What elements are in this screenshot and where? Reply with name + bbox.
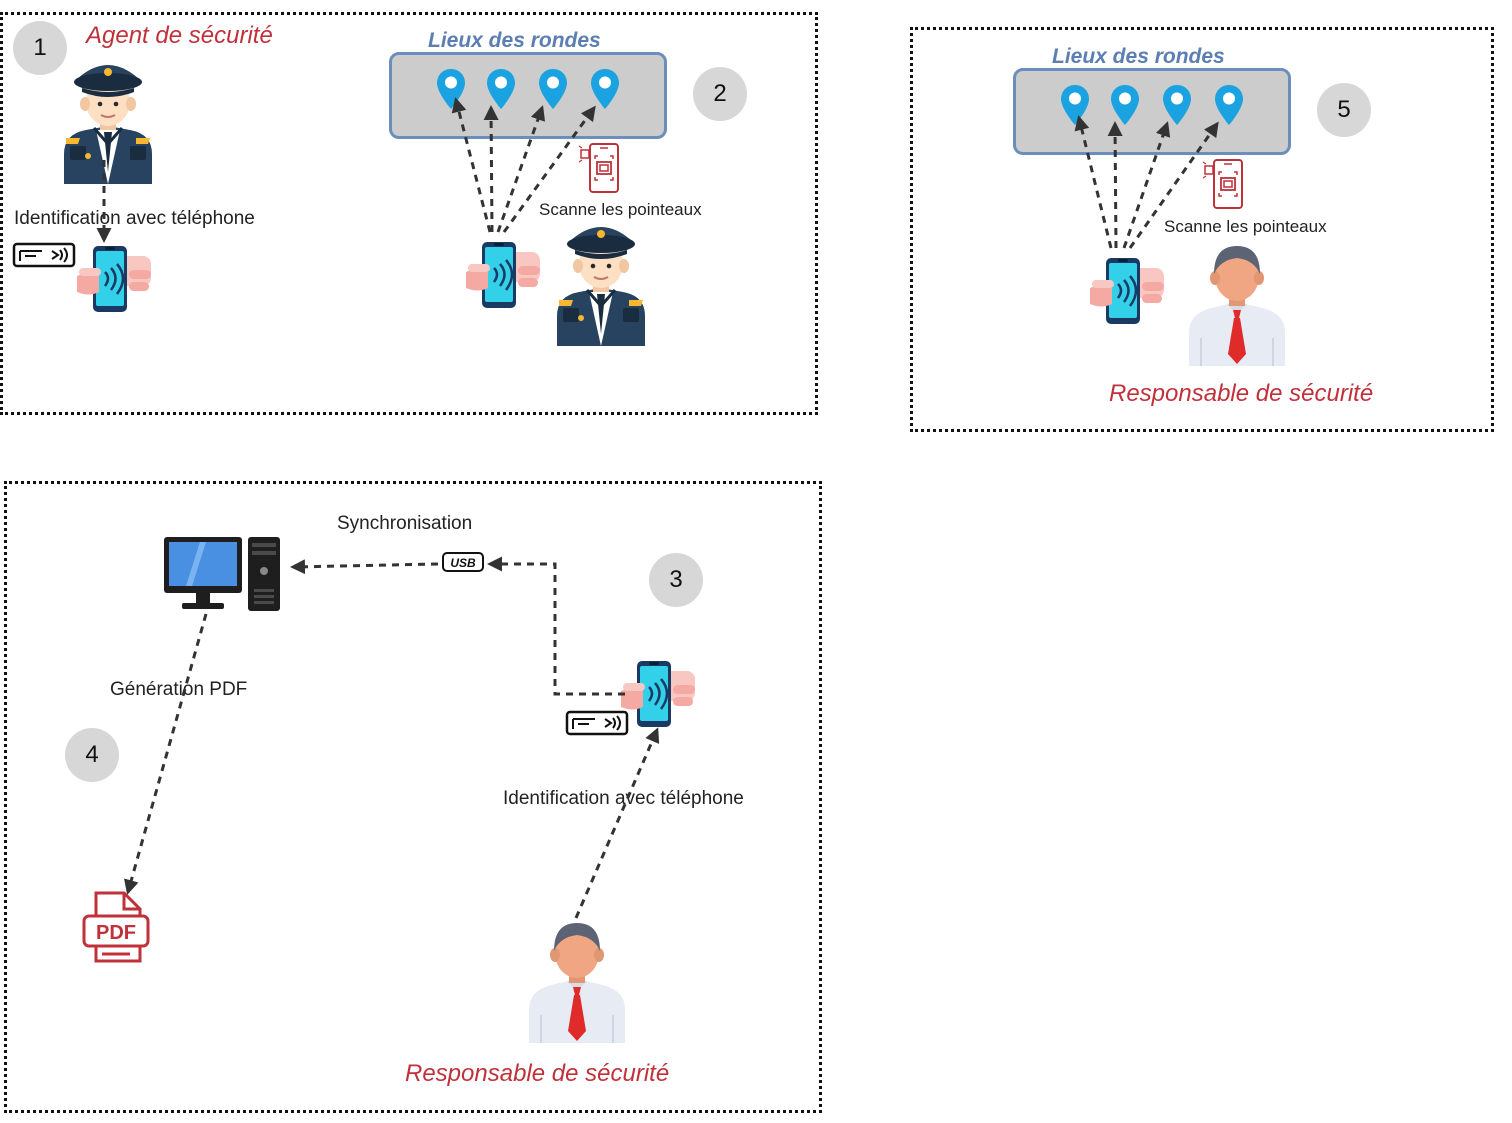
agent-panel [0,12,818,415]
scan-label: Scanne les pointeaux [539,200,702,219]
places-title: Lieux des rondes [1052,45,1225,68]
usb-icon: USB [442,552,484,572]
pdf-text: PDF [96,922,136,944]
manager-title: Responsable de sécurité [1109,380,1374,407]
scan-label: Scanne les pointeaux [1164,217,1327,236]
arrow-usb-to-computer [290,559,439,575]
step-badge-5: 5 [1317,83,1371,137]
identification-label: Identification avec téléphone [14,208,255,229]
sync-label: Synchronisation [337,513,473,534]
step-badge-3: 3 [649,553,703,607]
manager-title: Responsable de sécurité [405,1060,670,1087]
step-badge-1: 1 [13,21,67,75]
arrow-computer-to-pdf [124,613,208,895]
sync-panel [4,481,822,1113]
step-badge-4: 4 [65,728,119,782]
arrow-scan-1 [1074,115,1113,249]
arrow-scan-3 [496,105,546,233]
places-box [1013,68,1291,155]
pdf-file-icon: PDF [82,891,150,963]
pdf-generation-label: Génération PDF [110,679,248,700]
arrow-phone-to-usb [487,556,625,696]
manager-scan-panel [910,27,1494,432]
arrow-scan-3 [1122,121,1171,249]
places-title: Lieux des rondes [428,29,601,52]
agent-title: Agent de sécurité [86,22,273,49]
arrow-scan-4 [502,105,596,233]
arrow-scan-1 [451,97,492,233]
places-box [389,52,667,139]
arrow-scan-2 [1107,121,1123,249]
identification-label: Identification avec téléphone [503,788,744,809]
arrow-scan-2 [483,105,499,233]
arrow-manager-to-phone [574,727,660,919]
step-badge-2: 2 [693,67,747,121]
usb-text: USB [450,556,476,570]
arrow-scan-4 [1128,121,1219,249]
